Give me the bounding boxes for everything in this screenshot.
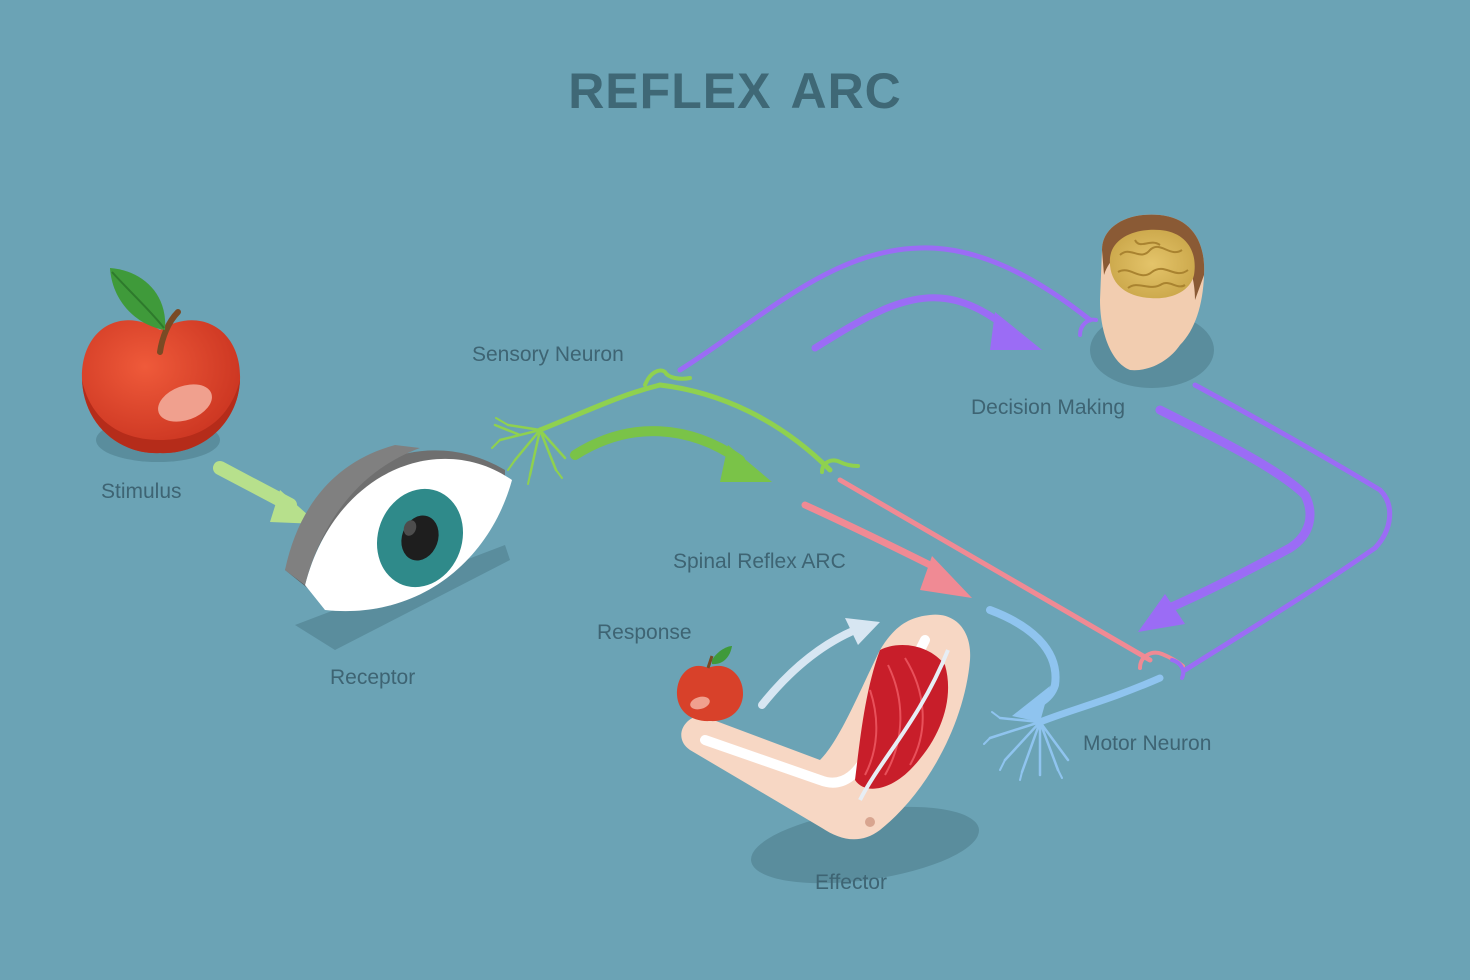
label-response: Response <box>597 621 692 644</box>
stimulus-arrow <box>213 461 318 524</box>
sensory-neuron-path <box>491 368 860 485</box>
receptor-eye-icon <box>285 445 512 650</box>
diagram-title: REFLEX ARC <box>568 63 902 119</box>
decision-path <box>677 245 1393 673</box>
label-effector: Effector <box>815 871 887 894</box>
spinal-reflex-path <box>801 477 1186 680</box>
decision-arrow-head <box>990 312 1042 350</box>
label-motor-neuron: Motor Neuron <box>1083 732 1212 755</box>
label-spinal-reflex-arc: Spinal Reflex ARC <box>673 550 846 573</box>
label-sensory-neuron: Sensory Neuron <box>472 343 624 366</box>
label-decision-making: Decision Making <box>971 396 1126 419</box>
label-receptor: Receptor <box>330 666 416 689</box>
motor-arrow-head <box>1138 594 1185 632</box>
sensory-arrow <box>570 426 772 482</box>
response-apple-icon <box>676 646 744 722</box>
response-arrow <box>758 618 880 709</box>
motor-arrow-head-2 <box>1012 686 1050 722</box>
label-stimulus: Stimulus <box>101 480 182 503</box>
brain-head-icon <box>1090 214 1214 388</box>
stimulus-apple-icon <box>81 268 241 462</box>
spinal-arrow-head <box>920 556 972 598</box>
effector-arm-icon <box>681 614 979 884</box>
